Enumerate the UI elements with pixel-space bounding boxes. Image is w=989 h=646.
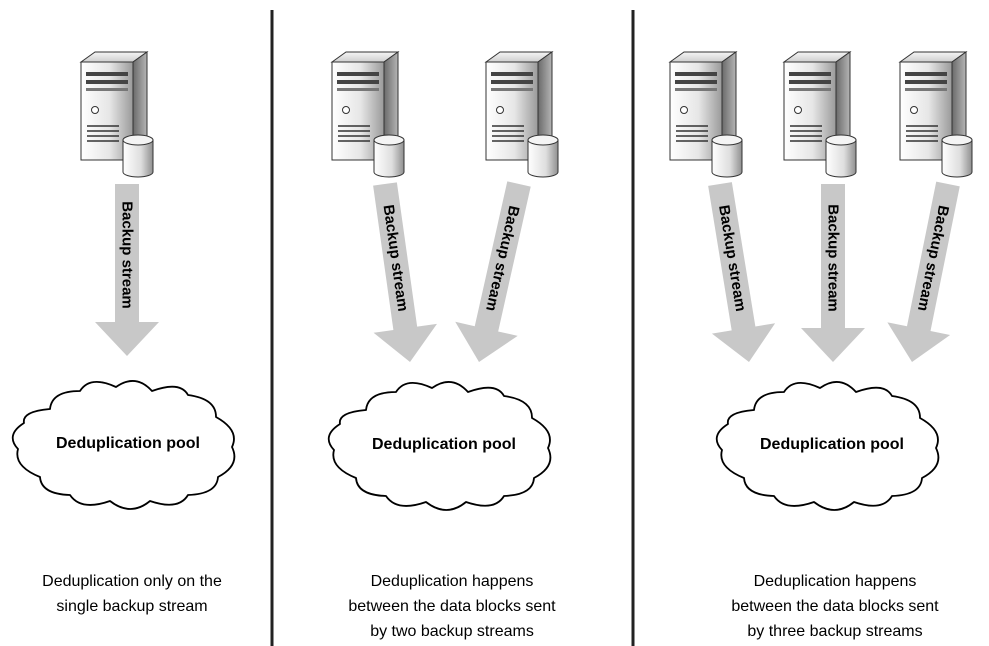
backup-stream-label-single-1: Backup stream — [119, 201, 136, 309]
caption-two: Deduplication happens between the data bl… — [348, 573, 556, 640]
backup-stream-label-two-2: Backup stream — [482, 204, 522, 313]
down-arrow-icon-three-1: Backup stream — [708, 182, 776, 363]
arrows-group: Backup stream Backup stream Backup stream B… — [95, 181, 960, 363]
down-arrow-icon-single-1: Backup stream — [95, 184, 159, 356]
captions-group: Deduplication only on the single backup s… — [42, 573, 939, 640]
caption-two-line: Deduplication happens — [371, 573, 534, 590]
disk-icon — [711, 134, 743, 178]
cloud-icon-three: Deduplication pool — [715, 381, 940, 511]
caption-single: Deduplication only on the single backup s… — [42, 573, 222, 615]
disk-icon — [373, 134, 405, 178]
disk-icon — [122, 134, 154, 178]
server-icon-single-1 — [79, 51, 154, 178]
server-icon-two-2 — [484, 51, 559, 178]
deduplication-pool-label-two: Deduplication pool — [372, 436, 516, 453]
down-arrow-icon-two-2: Backup stream — [455, 181, 531, 362]
backup-stream-label-three-2: Backup stream — [825, 204, 842, 312]
clouds-group: Deduplication pool Deduplication pool Dedu… — [11, 380, 940, 511]
caption-three-line: by three backup streams — [747, 623, 922, 640]
caption-three-line: between the data blocks sent — [731, 598, 939, 615]
caption-two-line: by two backup streams — [370, 623, 534, 640]
disk-icon — [527, 134, 559, 178]
server-icon-two-1 — [330, 51, 405, 178]
caption-single-line: single backup stream — [56, 598, 207, 615]
deduplication-pool-label-three: Deduplication pool — [760, 436, 904, 453]
backup-stream-label-three-3: Backup stream — [914, 204, 952, 313]
server-icon-three-2 — [782, 51, 857, 178]
down-arrow-icon-three-3: Backup stream — [887, 181, 960, 363]
down-arrow-icon-three-2: Backup stream — [801, 184, 865, 362]
caption-single-line: Deduplication only on the — [42, 573, 222, 590]
caption-three: Deduplication happens between the data bl… — [731, 573, 939, 640]
servers-group — [79, 51, 973, 178]
cloud-icon-two: Deduplication pool — [327, 381, 552, 511]
disk-icon — [941, 134, 973, 178]
server-icon-three-3 — [898, 51, 973, 178]
disk-icon — [825, 134, 857, 178]
deduplication-pool-label-single: Deduplication pool — [56, 435, 200, 452]
cloud-icon-single: Deduplication pool — [11, 380, 236, 510]
caption-two-line: between the data blocks sent — [348, 598, 556, 615]
server-icon-three-1 — [668, 51, 743, 178]
caption-three-line: Deduplication happens — [754, 573, 917, 590]
down-arrow-icon-two-1: Backup stream — [373, 182, 437, 362]
